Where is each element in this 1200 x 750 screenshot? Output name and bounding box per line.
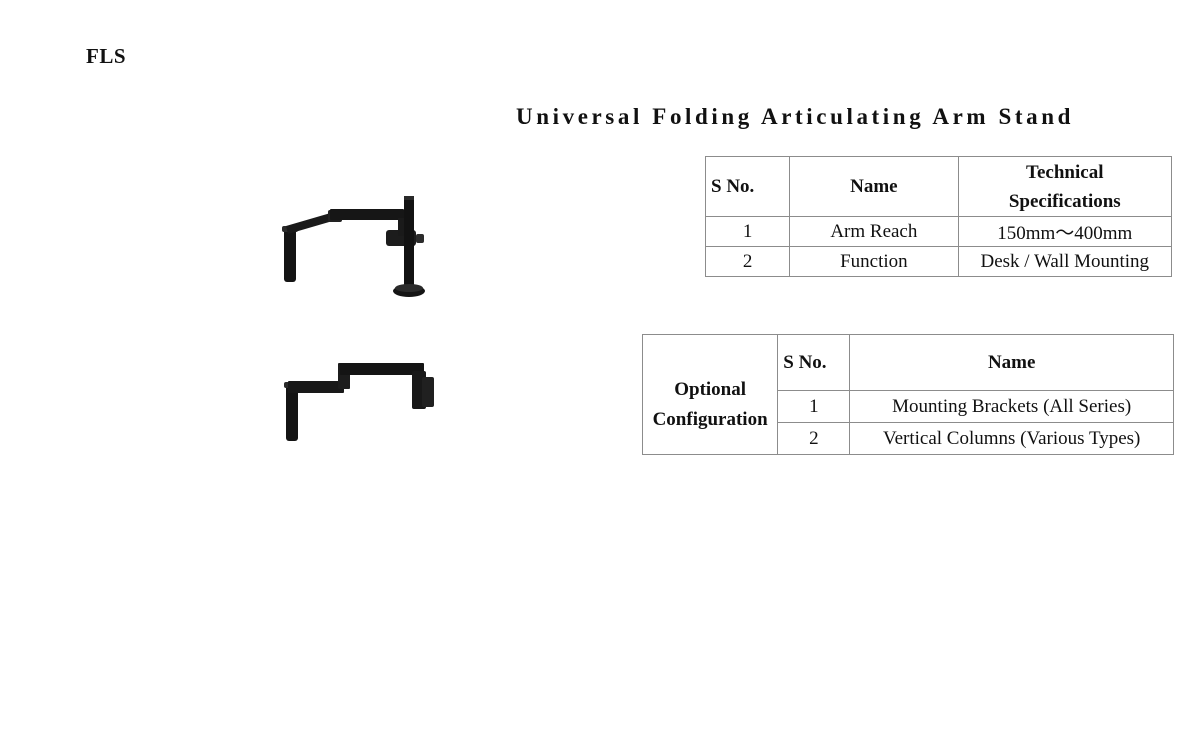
table-row: 2 Function Desk / Wall Mounting bbox=[704, 246, 1173, 277]
table-row: 1 Arm Reach 150mm～400mm bbox=[704, 216, 1173, 247]
name-header: Name bbox=[849, 334, 1174, 391]
sno-cell: 1 bbox=[704, 216, 791, 247]
name-cell: Arm Reach bbox=[789, 216, 959, 247]
optional-configuration-table: Optional Configuration S No. Name 1 Moun… bbox=[641, 334, 1174, 455]
desk-mount-arm-stand-image bbox=[282, 196, 425, 297]
optional-configuration-label: Optional Configuration bbox=[641, 334, 779, 455]
name-header: Name bbox=[789, 156, 959, 217]
header-line: Specifications bbox=[1008, 190, 1121, 212]
table-row: 1 Mounting Brackets (All Series) bbox=[643, 390, 1174, 423]
specifications-table: S No. Name Technical Specifications 1 Ar… bbox=[704, 156, 1173, 277]
table-header-row: S No. Name Technical Specifications bbox=[704, 156, 1173, 217]
table-header-row: Optional Configuration S No. Name bbox=[641, 334, 1174, 455]
page-title: Universal Folding Articulating Arm Stand bbox=[516, 104, 1075, 129]
spec-cell: 150mm～400mm bbox=[957, 216, 1173, 247]
table-row: 2 Vertical Columns (Various Types) bbox=[643, 422, 1174, 455]
sno-cell: 2 bbox=[777, 422, 851, 455]
sno-cell: 1 bbox=[777, 390, 851, 423]
name-cell: Vertical Columns (Various Types) bbox=[849, 422, 1174, 455]
label-line: Configuration bbox=[652, 408, 768, 430]
sno-header: S No. bbox=[777, 334, 851, 391]
brand-label: FLS bbox=[86, 44, 127, 68]
wall-mount-arm-stand-image bbox=[284, 363, 434, 441]
technical-specifications-header: Technical Specifications bbox=[957, 156, 1173, 217]
name-cell: Function bbox=[789, 246, 959, 277]
header-line: Technical bbox=[1026, 161, 1104, 183]
label-line: Optional bbox=[674, 378, 747, 400]
name-cell: Mounting Brackets (All Series) bbox=[849, 390, 1174, 423]
spec-cell: Desk / Wall Mounting bbox=[957, 246, 1173, 277]
sno-cell: 2 bbox=[704, 246, 791, 277]
sno-header: S No. bbox=[704, 156, 791, 217]
